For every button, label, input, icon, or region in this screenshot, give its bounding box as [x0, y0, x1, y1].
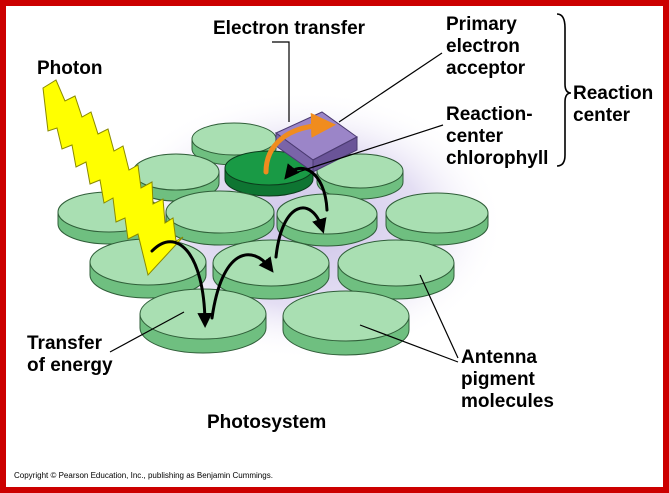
transfer-of-energy-label: Transfer of energy: [27, 333, 113, 376]
photon-bolt: [42, 79, 184, 277]
photosystem-title: Photosystem: [207, 412, 327, 433]
disc: [191, 122, 277, 166]
reaction-center-brace: [556, 13, 572, 167]
disc: [337, 239, 455, 300]
energy-transfer-arrows: [150, 163, 329, 328]
antenna-discs: [57, 122, 489, 356]
reaction-center-chlorophyll-line: [297, 124, 444, 173]
disc: [316, 153, 404, 200]
disc: [282, 290, 410, 356]
electron-transfer-arrow: [263, 112, 336, 175]
electron-transfer-line: [272, 41, 290, 122]
disc: [276, 193, 378, 247]
disc: [212, 239, 330, 300]
leader-lines: [109, 41, 459, 363]
primary-electron-acceptor-label: Primary electron acceptor: [446, 14, 526, 79]
disc: [165, 190, 275, 246]
reaction-center-chlorophyll-label: Reaction- center chlorophyll: [446, 104, 549, 169]
transfer-energy-line: [109, 311, 185, 353]
photon-label: Photon: [37, 58, 103, 79]
electron-transfer-label: Electron transfer: [213, 18, 366, 39]
copyright-notice: Copyright © Pearson Education, Inc., pub…: [14, 471, 273, 480]
energy-arrow: [284, 163, 329, 212]
antenna-pigment-molecules-label: Antenna pigment molecules: [461, 347, 554, 412]
antenna-line: [419, 274, 459, 359]
energy-arrow: [150, 240, 213, 328]
energy-arrow: [210, 253, 274, 320]
disc: [385, 192, 489, 246]
primary-acceptor-line: [338, 52, 443, 123]
antenna-line: [359, 324, 459, 363]
energy-arrow: [274, 206, 327, 259]
reaction-center-label: Reaction center: [573, 83, 654, 126]
